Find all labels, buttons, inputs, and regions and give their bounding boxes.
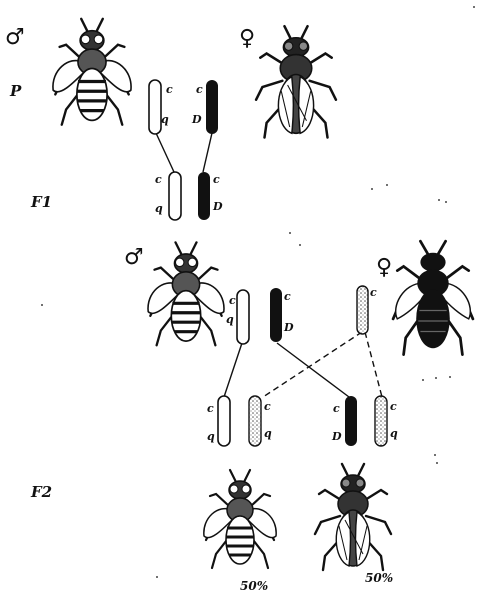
f1-allele-c-right: c [213, 173, 220, 186]
f2-allele-c-2: c [264, 400, 271, 413]
p-allele-c-left: c [166, 83, 173, 96]
f2-allele-q-1: q [207, 430, 215, 443]
p-allele-c-right: c [196, 83, 203, 96]
f1-cross-chromosome-light [237, 290, 249, 344]
f1-chromosome-light [169, 172, 181, 220]
f1-cross-allele-d-2: D [283, 321, 294, 334]
p-allele-q-left: q [161, 113, 169, 126]
female-symbol-p: ♀ [239, 26, 255, 51]
f2-allele-q-2: q [264, 427, 272, 440]
f2-left-fly-image [204, 470, 276, 568]
f2-ratio-right: 50% [365, 571, 393, 585]
f2-chromosome-3-dark [345, 396, 357, 446]
f1-female-chromosome-stippled [357, 286, 368, 334]
f2-ratio-left: 50% [240, 579, 268, 593]
label-f2-generation: F2 [30, 483, 52, 501]
inheritance-dashed-lines [263, 332, 382, 397]
f2-chromosome-4-stippled [375, 396, 387, 446]
f1-female-allele-c: c [370, 286, 377, 299]
p-female-fly-image [256, 26, 336, 137]
f1-female-fly-image [393, 241, 473, 354]
p-allele-d-right: D [191, 113, 202, 126]
female-symbol-f1: ♀ [376, 255, 392, 280]
f1-cross-allele-q-1: q [226, 313, 234, 326]
p-chromosome-light [149, 80, 161, 134]
f1-chromosome-dark [198, 172, 210, 220]
f1-cross-allele-c-2: c [284, 290, 291, 303]
label-f1-generation: F1 [30, 193, 52, 211]
f2-right-fly-image [315, 464, 391, 570]
f2-chromosome-2-stippled [249, 396, 261, 446]
f2-allele-q-4: q [390, 427, 398, 440]
f1-male-fly-image [148, 242, 224, 345]
p-chromosome-dark [206, 80, 218, 134]
male-symbol-p: ♂ [5, 25, 25, 50]
label-p-generation: P [9, 82, 22, 100]
f1-cross-allele-c-1: c [229, 294, 236, 307]
f2-allele-c-1: c [207, 402, 214, 415]
f1-cross-chromosome-dark [270, 288, 282, 342]
f1-allele-d-right: D [212, 200, 223, 213]
f2-allele-d-3: D [331, 430, 342, 443]
f2-chromosome-1-light [218, 396, 230, 446]
f1-allele-q-left: q [155, 202, 163, 215]
p-male-fly-image [53, 19, 131, 125]
f2-allele-c-3: c [333, 402, 340, 415]
male-symbol-f1: ♂ [124, 245, 144, 270]
f2-allele-c-4: c [390, 400, 397, 413]
f1-allele-c-left: c [155, 173, 162, 186]
